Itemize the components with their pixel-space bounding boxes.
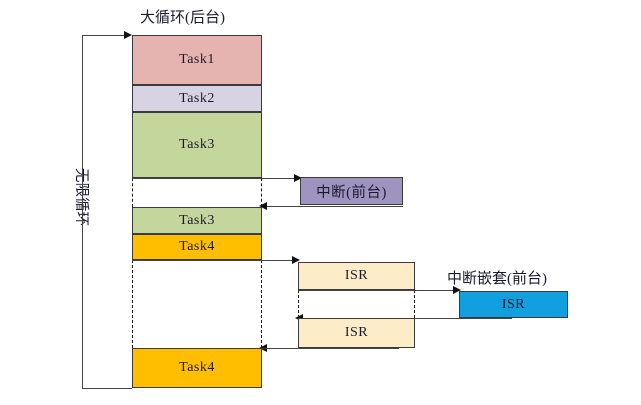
title-main-loop: 大循环(后台) <box>140 10 225 26</box>
dashed-guide-left-gap2 <box>132 260 133 348</box>
connector-from-interrupt-arrowhead-icon <box>259 201 267 210</box>
dashed-guide-right-gap2 <box>261 260 262 348</box>
task3-b: Task3 <box>132 207 262 234</box>
loop-vertical-line <box>82 35 83 388</box>
loop-top-line <box>82 35 126 36</box>
nested-isr-box: ISR <box>459 291 568 318</box>
loop-arrowhead-icon <box>124 30 132 39</box>
isr-box-upper: ISR <box>298 262 415 290</box>
isr-box-lower: ISR <box>298 318 415 348</box>
connector-to-nested-isr-arrowhead-icon <box>453 285 461 294</box>
task3-a: Task3 <box>132 112 262 178</box>
loop-bottom-line <box>82 388 132 389</box>
connector-to-nested-isr <box>298 290 458 291</box>
task4-b: Task4 <box>132 348 262 388</box>
connector-from-nested-isr-arrowhead-icon <box>295 313 303 322</box>
connector-to-interrupt-arrowhead-icon <box>294 173 302 182</box>
task4-a: Task4 <box>132 234 262 260</box>
dashed-guide-isr-right <box>414 290 415 318</box>
dashed-guide-isr-left <box>298 290 299 318</box>
interrupt-box: 中断(前台) <box>300 177 403 205</box>
connector-from-interrupt <box>266 206 403 207</box>
connector-to-interrupt <box>132 178 298 179</box>
dashed-guide-right-gap1 <box>261 178 262 207</box>
task2: Task2 <box>132 85 262 112</box>
connector-from-nested-isr-stub <box>511 318 512 319</box>
task1: Task1 <box>132 35 262 85</box>
title-nested-interrupt: 中断嵌套(前台) <box>447 271 547 287</box>
connector-to-isr-upper-arrowhead-icon <box>292 255 300 264</box>
connector-isr-lower-base <box>262 348 298 349</box>
connector-to-isr-upper <box>132 260 296 261</box>
connector-from-isr-lower-arrowhead-icon <box>259 343 267 352</box>
dashed-guide-left-gap1 <box>132 178 133 207</box>
connector-from-isr-lower <box>266 348 399 349</box>
